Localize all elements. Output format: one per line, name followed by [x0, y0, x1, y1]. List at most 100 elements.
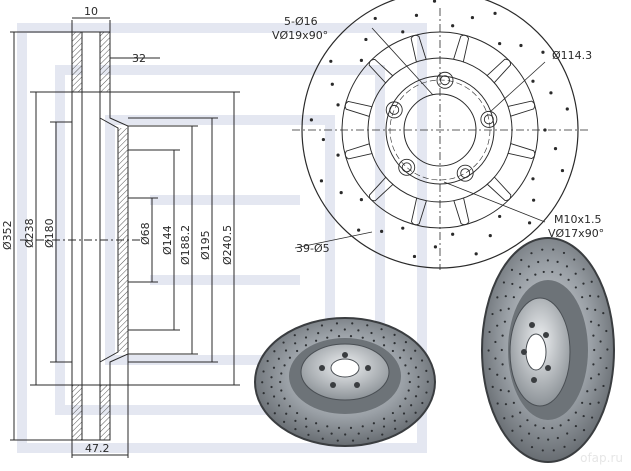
photo-drill-dot — [320, 324, 324, 327]
photo-drill-dot — [574, 286, 577, 289]
vane-slot — [368, 58, 393, 84]
photo-drill-dot — [605, 329, 608, 333]
cross-drill-hole — [527, 221, 532, 225]
photo-drill-dot — [534, 424, 537, 427]
photo-drill-dot — [542, 426, 545, 430]
vane-slot — [410, 198, 427, 226]
cross-drill-hole — [401, 226, 405, 230]
cross-drill-hole — [380, 229, 384, 233]
photo-drill-dot — [304, 336, 308, 339]
photo-drill-dot — [526, 278, 529, 281]
photo-drill-dot — [499, 309, 502, 312]
photo-drill-dot — [315, 339, 318, 342]
pcd-circle — [389, 79, 491, 181]
photo-drill-dot — [261, 381, 264, 384]
photo-drill-dot — [404, 397, 407, 400]
photo-drill-dot — [280, 372, 283, 375]
photo-drill-dot — [306, 328, 309, 331]
photo-drill-dot — [594, 308, 597, 311]
photo-drill-dot — [590, 280, 593, 283]
cross-drill-hole — [336, 103, 340, 107]
photo-drill-dot — [501, 334, 504, 337]
photo-drill-dot — [527, 432, 531, 435]
photo-drill-dot — [361, 425, 364, 428]
photo-drill-dot — [288, 405, 292, 408]
photo-drill-dot — [393, 333, 396, 336]
photo-drill-dot — [496, 373, 499, 376]
photo-drill-dot — [494, 340, 497, 344]
photo-drill-dot — [597, 401, 600, 404]
photo-drill-dot — [366, 437, 370, 440]
cross-drill-hole — [414, 13, 419, 17]
cross-drill-hole — [329, 59, 333, 63]
photo-drill-dot — [551, 426, 554, 430]
photo-drill-dot — [519, 286, 522, 289]
label-d68: Ø68 — [139, 222, 152, 245]
photo-drill-dot — [488, 367, 491, 371]
bolt-hole — [385, 101, 403, 119]
photo-drill-dot — [541, 449, 544, 452]
cross-drill-hole — [359, 58, 364, 62]
photo-drill-dot — [270, 376, 273, 379]
photo-drill-dot — [527, 265, 530, 268]
photo-drill-dot — [599, 340, 602, 343]
photo-drill-dot — [404, 341, 408, 344]
callout-threaded-2: VØ17x90° — [548, 227, 604, 240]
photo-drill-dot — [414, 349, 417, 352]
photo-drill-dot — [518, 272, 522, 276]
photo-drill-dot — [357, 329, 360, 332]
photo-drill-dot — [414, 366, 418, 369]
photo-drill-dot — [520, 439, 523, 442]
photo-drill-dot — [277, 357, 280, 360]
photo-drill-dot — [410, 404, 413, 407]
cross-drill-hole — [549, 91, 553, 95]
photo-drill-dot — [556, 436, 559, 440]
label-d188: Ø188.2 — [179, 225, 192, 265]
photo-drill-dot — [398, 405, 402, 408]
photo-drill-dot — [507, 307, 510, 310]
photo-drill-dot — [266, 402, 270, 405]
label-d180: Ø180 — [43, 218, 56, 248]
photo-drill-dot — [589, 320, 593, 323]
label-d240: Ø240.5 — [221, 225, 234, 265]
vane-slot — [487, 176, 512, 202]
cross-drill-hole — [488, 234, 492, 238]
photo-drill-dot — [421, 401, 424, 405]
cross-drill-hole — [309, 118, 313, 122]
photo-drill-dot — [586, 390, 589, 393]
vane-slot — [508, 143, 536, 160]
vane-slot — [344, 100, 372, 117]
photo-drill-dot — [425, 369, 428, 373]
photo-drill-dot — [382, 425, 386, 428]
vane-slot — [453, 34, 470, 62]
callout-threaded-1: M10x1.5 — [554, 213, 602, 226]
photo-drill-dot — [351, 439, 355, 442]
hat-inner-edge — [385, 75, 495, 185]
photo-drill-dot — [305, 425, 308, 428]
photo-drill-dot — [586, 307, 589, 310]
bolt-hole-inner — [440, 75, 450, 86]
photo-drill-dot — [408, 380, 411, 384]
label-top-thickness: 10 — [84, 5, 98, 18]
photo-drill-dot — [391, 349, 394, 353]
cross-drill-hole — [373, 16, 377, 21]
callout-bolt-holes-1: 5-Ø16 — [284, 15, 318, 28]
photo-drill-dot — [262, 391, 265, 395]
photo-drill-dot — [317, 429, 320, 433]
cross-drill-hole — [451, 24, 455, 28]
leader-bolt-holes — [371, 27, 434, 96]
cross-drill-hole — [412, 254, 417, 259]
front-view — [292, 0, 590, 270]
photo-drill-dot — [272, 366, 276, 369]
vane-slot — [410, 34, 427, 63]
photo-drill-dot — [266, 359, 269, 363]
photo-drill-dot — [599, 356, 602, 360]
photo-drill-dot — [407, 372, 410, 375]
bolt-hole-inner — [389, 104, 400, 115]
cross-drill-hole — [432, 0, 437, 3]
photo-drill-dot — [503, 320, 507, 323]
photo-drill-dot — [361, 336, 364, 339]
photo-drill-dot — [552, 449, 555, 452]
cross-drill-hole — [451, 232, 455, 236]
bolt-hole-group — [385, 71, 498, 182]
